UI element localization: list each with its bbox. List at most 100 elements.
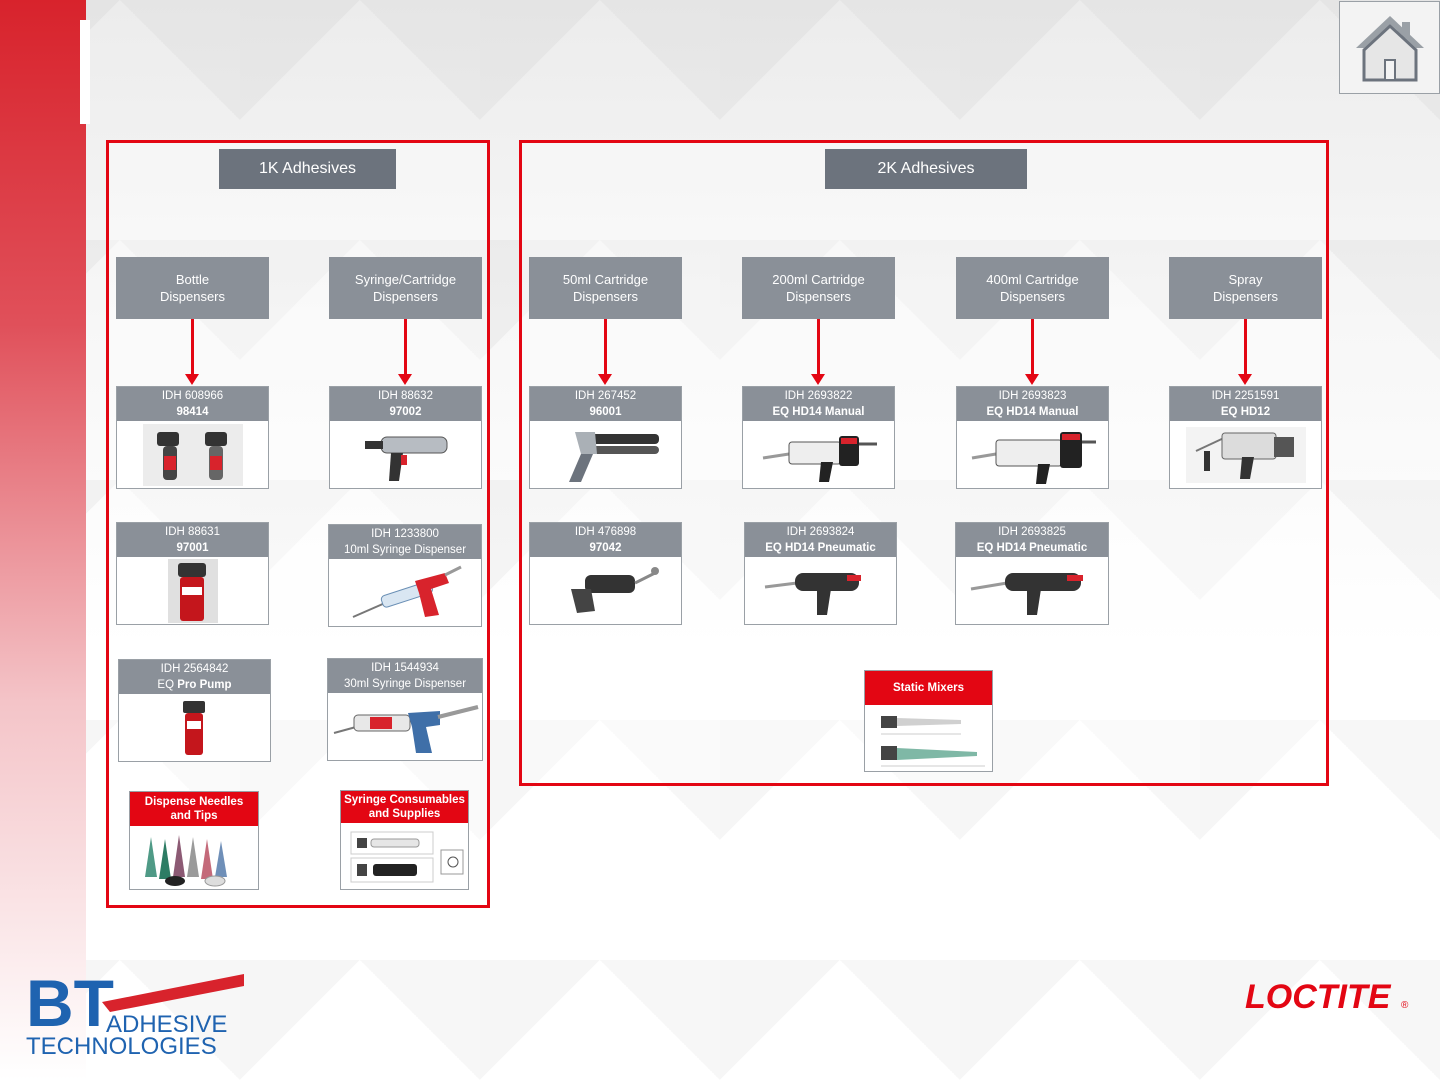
category-50ml-cartridge-dispensers[interactable]: 50ml Cartridge Dispensers bbox=[529, 257, 682, 319]
static-mixer-icon bbox=[880, 716, 985, 767]
loctite-logo: LOCTITE ® bbox=[1243, 976, 1413, 1016]
product-image bbox=[328, 693, 482, 760]
product-code: EQ HD14 Manual bbox=[772, 406, 865, 418]
product-card-header: IDH 608966 98414 bbox=[117, 387, 268, 421]
product-code: 97042 bbox=[589, 542, 622, 554]
product-idh: IDH 2693824 bbox=[786, 526, 855, 538]
product-card-header: IDH 2693825 EQ HD14 Pneumatic bbox=[956, 523, 1108, 557]
product-code: EQ HD14 Manual bbox=[986, 406, 1079, 418]
cartridge-gun-icon bbox=[971, 431, 1096, 484]
product-image bbox=[330, 421, 481, 488]
needle-tips-icon bbox=[145, 835, 227, 887]
section-title-2k: 2K Adhesives bbox=[825, 149, 1027, 189]
product-card-header: IDH 476898 97042 bbox=[530, 523, 681, 557]
product-idh: IDH 2251591 bbox=[1211, 390, 1280, 402]
product-image bbox=[130, 826, 258, 889]
cartridge-gun-icon bbox=[364, 436, 447, 481]
category-spray-dispensers[interactable]: Spray Dispensers bbox=[1169, 257, 1322, 319]
product-card-idh-608966[interactable]: IDH 608966 98414 bbox=[116, 386, 269, 489]
bt-logo-letters: BT bbox=[26, 970, 114, 1040]
home-button[interactable] bbox=[1339, 1, 1440, 94]
product-idh: IDH 476898 bbox=[574, 526, 637, 538]
product-card-idh-2693822[interactable]: IDH 2693822 EQ HD14 Manual bbox=[742, 386, 895, 489]
product-image bbox=[117, 421, 268, 488]
product-code: Pro Pump bbox=[177, 679, 232, 691]
title-placeholder bbox=[80, 20, 90, 124]
product-image bbox=[119, 694, 270, 761]
product-idh: IDH 608966 bbox=[161, 390, 224, 402]
arrow-connector bbox=[1025, 319, 1039, 385]
static-mixers[interactable]: Static Mixers bbox=[864, 670, 993, 772]
product-card-header: IDH 2251591 EQ HD12 bbox=[1170, 387, 1321, 421]
spray-gun-icon bbox=[1185, 426, 1306, 483]
product-card-idh-2693824[interactable]: IDH 2693824 EQ HD14 Pneumatic bbox=[744, 522, 897, 625]
product-code: EQ HD14 Pneumatic bbox=[976, 542, 1088, 554]
product-image bbox=[530, 421, 681, 488]
product-card-idh-2693825[interactable]: IDH 2693825 EQ HD14 Pneumatic bbox=[955, 522, 1109, 625]
product-image bbox=[957, 421, 1108, 488]
syringe-supplies-icon bbox=[350, 831, 463, 883]
product-idh: IDH 2564842 bbox=[160, 663, 229, 675]
product-card-idh-2693823[interactable]: IDH 2693823 EQ HD14 Manual bbox=[956, 386, 1109, 489]
product-code-prefix: EQ bbox=[157, 679, 175, 691]
pneumatic-gun-icon bbox=[764, 572, 861, 615]
product-idh: IDH 88632 bbox=[378, 390, 433, 402]
product-image bbox=[1170, 421, 1321, 488]
product-card-header: IDH 267452 96001 bbox=[530, 387, 681, 421]
category-syringe-cartridge-dispensers[interactable]: Syringe/Cartridge Dispensers bbox=[329, 257, 482, 319]
product-card-idh-2251591[interactable]: IDH 2251591 EQ HD12 bbox=[1169, 386, 1322, 489]
product-card-header: IDH 2693822 EQ HD14 Manual bbox=[743, 387, 894, 421]
pro-pump-icon bbox=[182, 700, 205, 755]
left-accent-bar bbox=[0, 0, 86, 1080]
cartridge-gun-icon bbox=[762, 435, 877, 482]
bt-logo-mark: BT ADHESIVE TECHNOLOGIES bbox=[26, 966, 244, 1060]
syringe-dispenser-icon bbox=[333, 704, 479, 753]
pneumatic-gun-icon bbox=[970, 572, 1083, 615]
product-code: EQ HD14 Pneumatic bbox=[765, 542, 876, 554]
pneumatic-gun-icon bbox=[570, 566, 659, 613]
product-idh: IDH 2693822 bbox=[784, 390, 853, 402]
consumable-title: Syringe Consumables and Supplies bbox=[341, 791, 468, 823]
category-bottle-dispensers[interactable]: Bottle Dispensers bbox=[116, 257, 269, 319]
category-400ml-cartridge-dispensers[interactable]: 400ml Cartridge Dispensers bbox=[956, 257, 1109, 319]
loctite-registered-mark: ® bbox=[1401, 1000, 1409, 1011]
product-image bbox=[329, 559, 481, 626]
product-card-header: IDH 2693824 EQ HD14 Pneumatic bbox=[745, 523, 896, 557]
syringe-consumables-and-supplies[interactable]: Syringe Consumables and Supplies bbox=[340, 790, 469, 890]
arrow-connector bbox=[1238, 319, 1252, 385]
product-card-idh-267452[interactable]: IDH 267452 96001 bbox=[529, 386, 682, 489]
arrow-connector bbox=[598, 319, 612, 385]
product-idh: IDH 88631 bbox=[165, 526, 220, 538]
product-image bbox=[743, 421, 894, 488]
product-idh: IDH 2693823 bbox=[998, 390, 1067, 402]
cartridge-gun-icon bbox=[568, 431, 659, 482]
category-200ml-cartridge-dispensers[interactable]: 200ml Cartridge Dispensers bbox=[742, 257, 895, 319]
arrow-connector bbox=[811, 319, 825, 385]
product-image bbox=[530, 557, 681, 624]
dispense-needles-and-tips[interactable]: Dispense Needles and Tips bbox=[129, 791, 259, 890]
product-code: 96001 bbox=[589, 406, 622, 418]
product-code: EQ HD12 bbox=[1220, 406, 1271, 418]
product-image bbox=[865, 705, 992, 771]
arrow-connector bbox=[185, 319, 199, 385]
product-idh: IDH 2693825 bbox=[998, 526, 1066, 538]
syringe-dispenser-icon bbox=[352, 565, 462, 618]
product-idh: IDH 1544934 bbox=[371, 662, 439, 674]
product-card-idh-476898[interactable]: IDH 476898 97042 bbox=[529, 522, 682, 625]
bottle-dispenser-icon bbox=[142, 423, 243, 486]
product-card-header: IDH 2693823 EQ HD14 Manual bbox=[957, 387, 1108, 421]
product-code: 98414 bbox=[176, 406, 209, 418]
bt-adhesive-technologies-logo: BT ADHESIVE TECHNOLOGIES bbox=[26, 966, 256, 1060]
consumable-title: Static Mixers bbox=[865, 671, 992, 705]
product-idh: IDH 267452 bbox=[574, 390, 637, 402]
product-idh: IDH 1233800 bbox=[371, 528, 439, 540]
